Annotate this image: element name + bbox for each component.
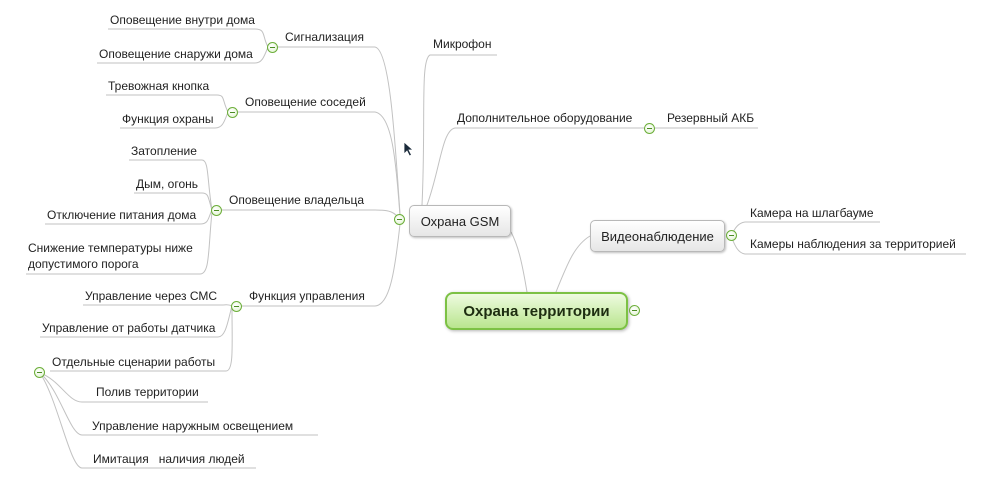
collapse-root-icon[interactable]	[629, 305, 640, 316]
temp-drop-node[interactable]: Снижение температуры ниже допустимого по…	[28, 241, 193, 271]
presence-imitation-node[interactable]: Имитация наличия людей	[93, 452, 245, 466]
alarm-outside-node[interactable]: Оповещение снаружи дома	[99, 47, 253, 61]
alarm-inside-node[interactable]: Оповещение внутри дома	[110, 13, 255, 27]
collapse-control-icon[interactable]	[231, 301, 242, 312]
power-off-node[interactable]: Отключение питания дома	[47, 208, 197, 222]
connector-alarm-to-inside	[108, 28, 269, 48]
root-node-label: Охрана территории	[463, 302, 610, 320]
microphone-node[interactable]: Микрофон	[433, 37, 492, 51]
connector-root-to-gsm	[510, 231, 528, 293]
gsm-node[interactable]: Охрана GSM	[409, 205, 511, 237]
guard-function-node[interactable]: Функция охраны	[122, 112, 214, 126]
connector-gsm-to-owner	[222, 209, 401, 221]
connector-owner-to-power	[45, 209, 213, 225]
backup-battery-node[interactable]: Резервный АКБ	[667, 111, 755, 125]
collapse-owner-icon[interactable]	[211, 205, 222, 216]
collapse-gsm-icon[interactable]	[394, 214, 405, 225]
connector-control-to-sms	[83, 304, 233, 307]
panic-button-node[interactable]: Тревожная кнопка	[108, 79, 210, 93]
connector-control-to-sensor	[40, 305, 233, 338]
connector-alarm-to-outside	[97, 46, 269, 64]
neighbors-node[interactable]: Оповещение соседей	[245, 95, 366, 109]
video-node-label: Видеонаблюдение	[601, 228, 714, 244]
connector-scenarios-to-watering	[39, 372, 208, 403]
cameras-territory-node[interactable]: Камеры наблюдения за территорией	[750, 237, 956, 251]
smoke-fire-node[interactable]: Дым, огонь	[136, 177, 199, 191]
sms-control-node[interactable]: Управление через СМС	[85, 289, 218, 303]
connector-root-to-video	[555, 235, 591, 293]
collapse-video-icon[interactable]	[726, 230, 737, 241]
connector-owner-to-smoke	[134, 192, 213, 211]
connector-owner-to-temp	[26, 211, 213, 275]
connector-neighbors-to-panic	[106, 94, 229, 113]
outdoor-lighting-node[interactable]: Управление наружным освещением	[92, 419, 294, 433]
connector-gsm-to-alarm	[278, 46, 401, 215]
scenarios-node[interactable]: Отдельные сценарии работы	[52, 355, 216, 369]
collapse-neighbors-icon[interactable]	[227, 107, 238, 118]
alarm-node[interactable]: Сигнализация	[285, 30, 365, 44]
control-node[interactable]: Функция управления	[249, 289, 365, 303]
connector-gsm-to-microphone	[421, 54, 497, 206]
connector-gsm-to-neighbors	[238, 111, 401, 217]
connector-gsm-to-control	[242, 223, 401, 307]
owner-node[interactable]: Оповещение владельца	[229, 193, 365, 207]
collapse-alarm-icon[interactable]	[267, 42, 278, 53]
connector-control-to-scenarios	[50, 307, 233, 372]
connector-video-to-camera-barrier	[730, 221, 880, 237]
connector-gsm-to-extra	[426, 127, 644, 206]
connector-scenarios-to-imitation	[39, 372, 256, 469]
camera-barrier-node[interactable]: Камера на шлагбауме	[750, 206, 874, 220]
connector-scenarios-to-lighting	[39, 372, 318, 436]
mouse-cursor-icon	[403, 141, 415, 157]
watering-node[interactable]: Полив территории	[96, 385, 199, 399]
connector-neighbors-to-guard	[120, 111, 229, 129]
connector-owner-to-flood	[129, 159, 213, 211]
video-node[interactable]: Видеонаблюдение	[590, 220, 725, 252]
collapse-scenarios-icon[interactable]	[34, 367, 45, 378]
root-node[interactable]: Охрана территории	[445, 292, 628, 330]
sensor-control-node[interactable]: Управление от работы датчика	[42, 321, 216, 335]
collapse-extra-equipment-icon[interactable]	[644, 123, 655, 134]
flood-node[interactable]: Затопление	[131, 144, 197, 158]
extra-equipment-node[interactable]: Дополнительное оборудование	[457, 111, 633, 125]
gsm-node-label: Охрана GSM	[420, 213, 500, 229]
